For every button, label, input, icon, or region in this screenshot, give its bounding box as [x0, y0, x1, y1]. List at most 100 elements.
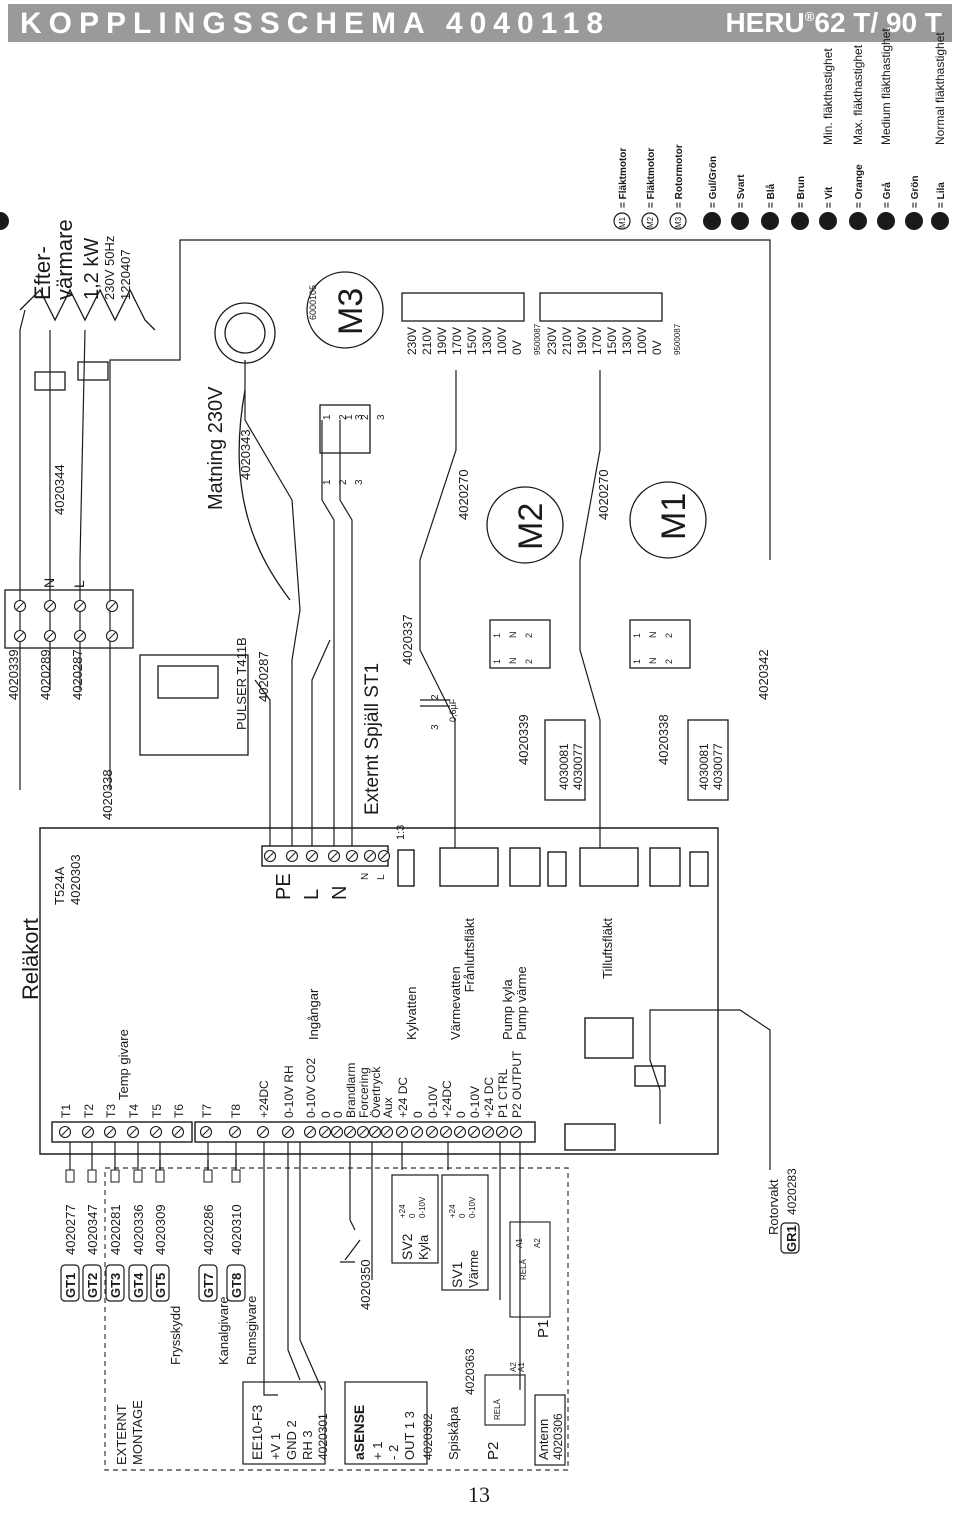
ratio-label: 1:3: [395, 825, 407, 840]
m3-pin-label: 3: [376, 414, 387, 420]
terminal-label: Forcering: [357, 1067, 371, 1118]
p2-label: P2: [485, 1442, 502, 1460]
legend-badge: [905, 212, 923, 230]
sv1-tag: SV1: [449, 1261, 465, 1288]
l-label: L: [301, 889, 323, 900]
n-small-label: N: [360, 873, 371, 880]
m2-connector: [489, 619, 551, 669]
wire-top-3: [79, 329, 86, 690]
sensor-code: 4020310: [229, 1204, 244, 1255]
legend-badge-text: M2: [646, 216, 655, 228]
sv1-term: 0: [458, 1213, 467, 1218]
connector-pin: 1: [492, 633, 502, 638]
tilluft-small-connector: [689, 851, 709, 887]
wire-ee10-1: [263, 1142, 278, 1396]
rotor-plug: [584, 1017, 634, 1059]
code-4020289: 4020289: [38, 649, 53, 700]
legend-label: = Grön: [910, 175, 921, 208]
heater-element: [19, 288, 156, 331]
terminal-strip-temp: [51, 1121, 193, 1143]
sensor-probe: [203, 1169, 213, 1183]
legend-item: M1= Fläktmotor: [613, 148, 631, 230]
asense-row: - 2: [386, 1445, 401, 1460]
legend-label: = Gul/Grön: [708, 156, 719, 208]
board-code: 4020303: [68, 854, 83, 905]
rotorvakt-label: Rotorvakt: [766, 1179, 781, 1235]
m1-voltage: 130V: [620, 327, 634, 355]
matning-label: Matning 230V: [205, 386, 227, 510]
wall-plug: [214, 302, 276, 364]
asense-title: aSENSE: [351, 1405, 367, 1460]
m2-voltage: 190V: [435, 327, 449, 355]
legend-badge-text: 10: [935, 215, 947, 227]
top-terminal-block: [4, 589, 134, 649]
m1-label: M1: [655, 493, 693, 540]
terminal-screw: [509, 1125, 523, 1139]
terminal-label: Aux: [381, 1097, 395, 1118]
damper-title: Externt Spjäll ST1: [362, 663, 383, 815]
sv2-term: +24: [398, 1204, 407, 1218]
m1-voltage: 190V: [575, 327, 589, 355]
inputs-group-label: Ingångar: [306, 988, 321, 1040]
connector-pin: N: [648, 658, 658, 665]
terminal-screw: [171, 1125, 185, 1139]
damper-cap: 0,6µF: [448, 698, 458, 722]
power-screw: [263, 849, 277, 863]
sv2-term: 0-10V: [418, 1196, 427, 1218]
sensor-probe: [110, 1169, 120, 1183]
legend-item: M3= Rotormotor: [669, 144, 687, 230]
ee10-row: GND 2: [284, 1420, 299, 1460]
terminal-screw: [395, 1125, 409, 1139]
heater-code: 1220407: [118, 249, 133, 300]
sensor-group-label: Kanalgivare: [216, 1296, 231, 1365]
m2-motor: [486, 486, 564, 564]
legend-label: = Grå: [881, 182, 893, 208]
legend-badge-text: 6: [853, 221, 865, 227]
terminal-screw: [439, 1125, 453, 1139]
m1-voltage: 170V: [590, 327, 604, 355]
damper-code: 4020337: [400, 614, 415, 665]
terminal-screw: [467, 1125, 481, 1139]
exhaust-fan-label: Frånluftsfläkt: [462, 918, 477, 993]
pe-label: PE: [273, 873, 295, 900]
damper-t3: 3: [430, 724, 441, 730]
rotor-connector: [564, 1123, 616, 1151]
asense-row: OUT 1 3: [402, 1411, 417, 1460]
code-4020338: 4020338: [100, 769, 115, 820]
terminal-screw: [330, 1125, 344, 1139]
m3-motor: [306, 271, 384, 349]
legend-badge: [613, 212, 631, 230]
terminal-label: T2: [82, 1104, 96, 1118]
p2-relay-box: [484, 1374, 526, 1426]
terminal-screw: [81, 1125, 95, 1139]
wire-asense: [349, 1142, 356, 1231]
legend-extra: Medium fläkthastighet: [879, 28, 893, 145]
sensor-tag-box: [60, 1264, 80, 1302]
m2-voltage: 170V: [450, 327, 464, 355]
external-mount-label-2: MONTAGE: [130, 1400, 145, 1465]
legend-badge: [761, 212, 779, 230]
terminal-screw: [453, 1125, 467, 1139]
m2-cap-code-1: 4030081: [557, 743, 571, 790]
power-screw: [327, 849, 341, 863]
sensor-tag-box: [198, 1264, 218, 1302]
franluft-small-connector: [547, 851, 567, 887]
sensor-probe: [155, 1169, 165, 1183]
legend-extra: Normal fläkthastighet: [933, 32, 947, 145]
legend-badge: [877, 212, 895, 230]
terminal-label: T4: [127, 1104, 141, 1118]
legend-extra: Max. fläkthastighet: [851, 44, 865, 145]
connector-pin: 2: [524, 633, 534, 638]
rotor-small-connector: [634, 1065, 666, 1087]
sensor-tag-box: [128, 1264, 148, 1302]
connector-pin: 2: [524, 659, 534, 664]
legend-label: = Fläktmotor: [618, 148, 629, 208]
pulser-label: PULSER T411B: [234, 637, 249, 730]
m2-voltage: 150V: [465, 327, 479, 355]
legend-item: 12= Gul: [0, 0, 26, 230]
sensor-code: 4020281: [108, 1204, 123, 1255]
heater-thermostat-1: [34, 371, 66, 391]
